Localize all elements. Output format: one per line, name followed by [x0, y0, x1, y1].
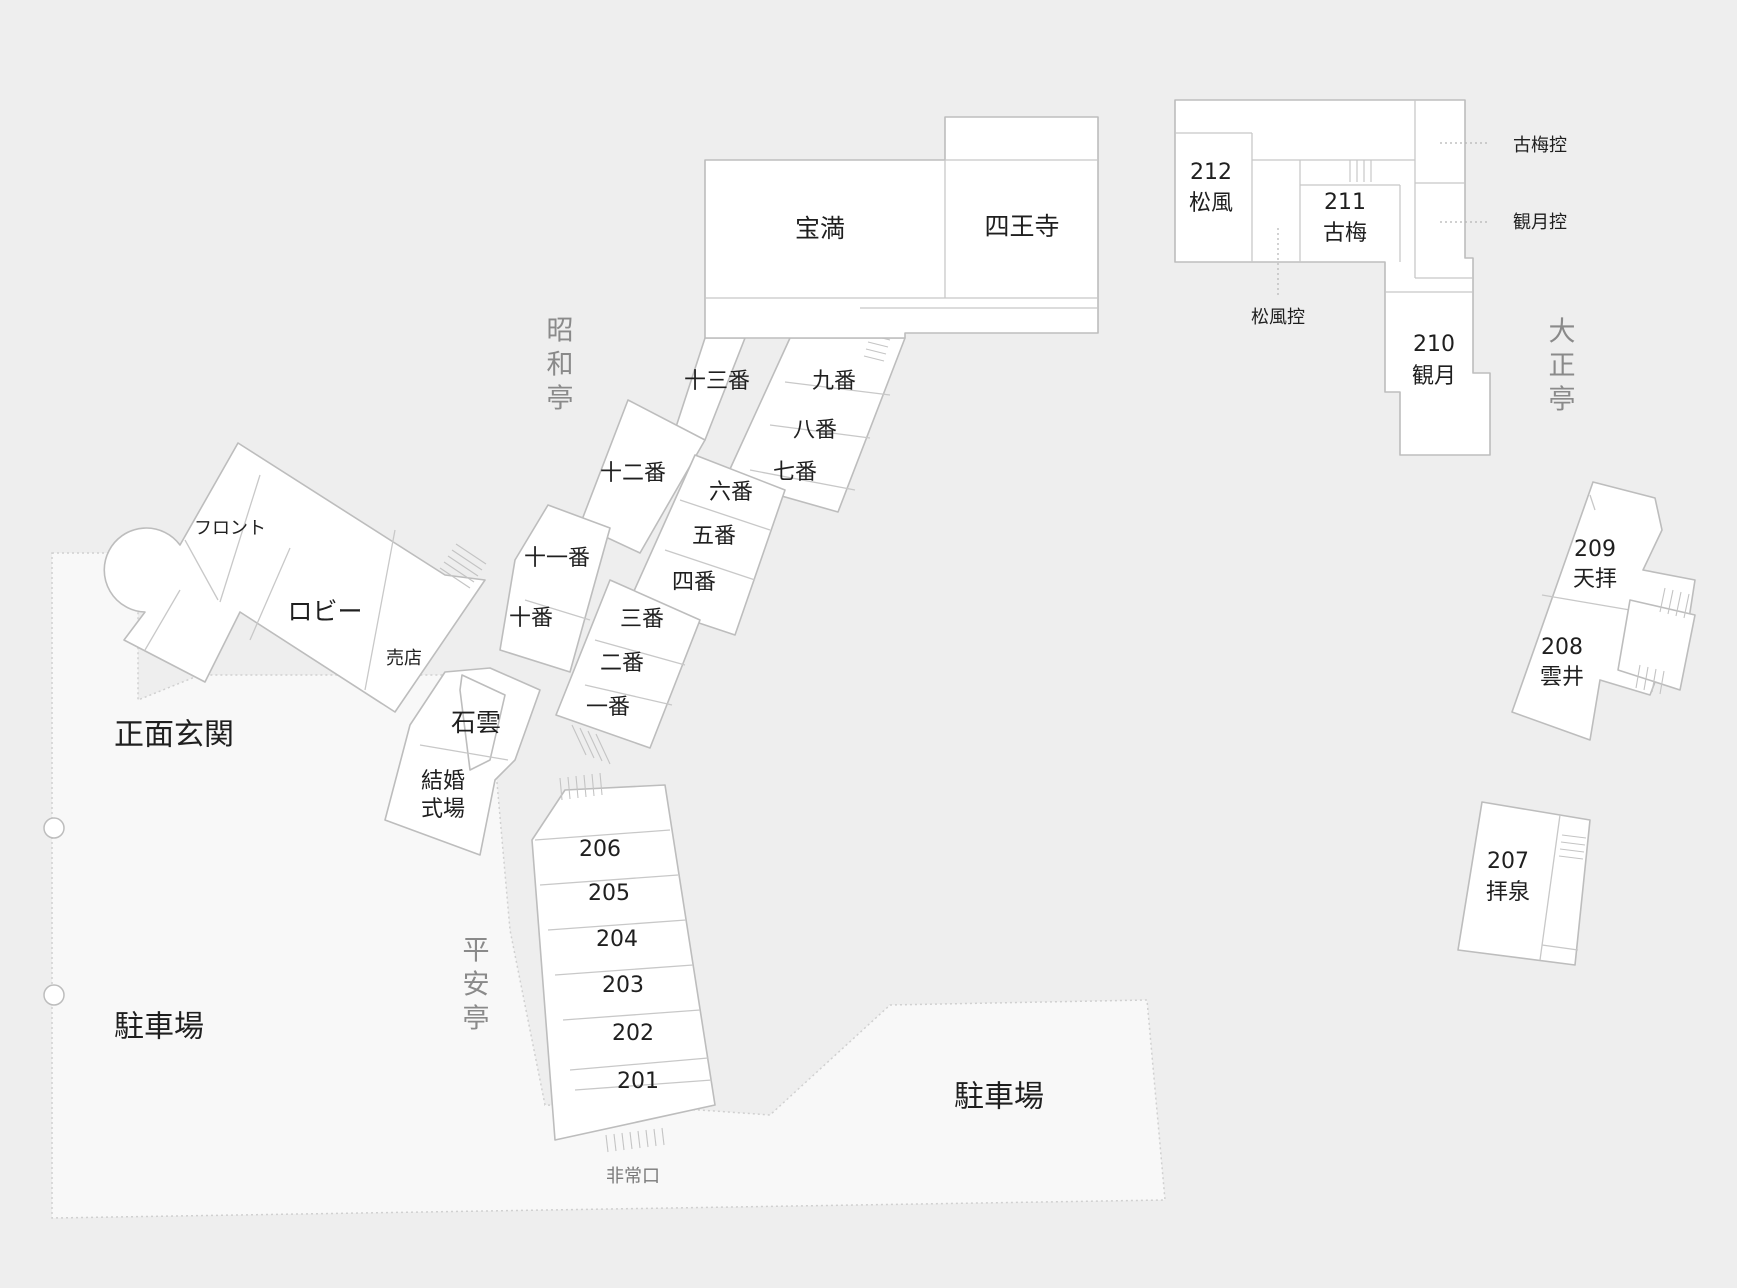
room-210-number: 210	[1413, 332, 1455, 357]
shop-label: 売店	[386, 648, 422, 669]
room-3-label: 三番	[620, 607, 664, 632]
room-212-name: 松風	[1189, 191, 1233, 216]
main-entrance-label: 正面玄関	[114, 718, 234, 753]
room-204-label: 204	[596, 927, 638, 952]
room-2-label: 二番	[600, 651, 644, 676]
heian-wing-label: 平 安 亭	[463, 936, 490, 1035]
entrance-marker	[43, 984, 65, 1006]
entrance-marker	[43, 817, 65, 839]
stairs-icon	[439, 543, 487, 589]
stairs-icon	[1635, 664, 1665, 695]
wedding-building	[384, 667, 541, 856]
parking-left-label: 駐車場	[114, 1010, 204, 1045]
room-13-label: 十三番	[684, 369, 750, 394]
stairs-icon	[559, 772, 603, 801]
houman-label: 宝満	[795, 214, 845, 243]
koume-anteroom-label: 古梅控	[1513, 135, 1567, 156]
taisho-south-building	[1457, 801, 1591, 966]
taisho-wing-label: 大 正 亭	[1549, 317, 1576, 416]
stairs-icon	[1558, 834, 1587, 860]
room-212-number: 212	[1190, 160, 1232, 185]
room-5-label: 五番	[692, 524, 736, 549]
stairs-icon	[1349, 160, 1372, 182]
wing-char: 大	[1549, 317, 1576, 348]
stairs-icon	[571, 724, 611, 765]
taisho-east-building	[1511, 481, 1696, 741]
wing-char: 正	[1549, 351, 1576, 382]
parking-lot-area	[51, 552, 1166, 1219]
room-211-number: 211	[1324, 190, 1366, 215]
room-12-label: 十二番	[600, 461, 666, 486]
room-207-number: 207	[1487, 849, 1529, 874]
wing-char: 和	[547, 350, 574, 381]
room-207-name: 拝泉	[1486, 880, 1530, 905]
taisho-north-building	[1174, 99, 1491, 456]
wing-char: 安	[463, 970, 490, 1001]
room-208-name: 雲井	[1540, 665, 1584, 690]
room-203-label: 203	[602, 973, 644, 998]
showa-wing-label: 昭 和 亭	[547, 316, 574, 415]
room-8-label: 八番	[793, 418, 837, 443]
sekiun-label: 石雲	[451, 708, 501, 737]
room-205-label: 205	[588, 881, 630, 906]
room-7-label: 七番	[773, 460, 817, 485]
showa-wing-building	[499, 334, 906, 765]
kangetsu-anteroom-label: 観月控	[1513, 212, 1567, 233]
lobby-label: ロビー	[287, 597, 362, 626]
wing-char: 亭	[463, 1004, 490, 1035]
room-1-label: 一番	[586, 695, 630, 720]
main-hall-building	[704, 116, 1099, 339]
shiouji-label: 四王寺	[984, 212, 1059, 241]
room-6-label: 六番	[709, 480, 753, 505]
room-209-number: 209	[1574, 537, 1616, 562]
wing-char: 亭	[547, 384, 574, 415]
room-201-label: 201	[617, 1069, 659, 1094]
room-202-label: 202	[612, 1021, 654, 1046]
stairs-icon	[1659, 587, 1690, 619]
emergency-exit-label: 非常口	[606, 1166, 660, 1187]
heian-wing-building	[531, 772, 716, 1153]
room-4-label: 四番	[672, 570, 716, 595]
room-10-label: 十番	[509, 606, 553, 631]
wing-char: 平	[463, 936, 490, 967]
lobby-building	[103, 442, 487, 713]
stairs-icon	[605, 1127, 665, 1153]
room-9-label: 九番	[812, 369, 856, 394]
wing-char: 昭	[547, 316, 574, 347]
room-211-name: 古梅	[1323, 221, 1367, 246]
room-208-number: 208	[1541, 635, 1583, 660]
room-210-name: 観月	[1412, 364, 1456, 389]
room-209-name: 天拝	[1573, 567, 1617, 592]
wing-char: 亭	[1549, 385, 1576, 416]
room-206-label: 206	[579, 837, 621, 862]
matsukaze-anteroom-label: 松風控	[1251, 307, 1305, 328]
front-desk-label: フロント	[194, 518, 266, 539]
wedding-hall-label: 結婚	[421, 769, 465, 794]
room-11-label: 十一番	[524, 546, 590, 571]
parking-right-label: 駐車場	[954, 1080, 1044, 1115]
wedding-hall-label: 式場	[421, 797, 465, 822]
